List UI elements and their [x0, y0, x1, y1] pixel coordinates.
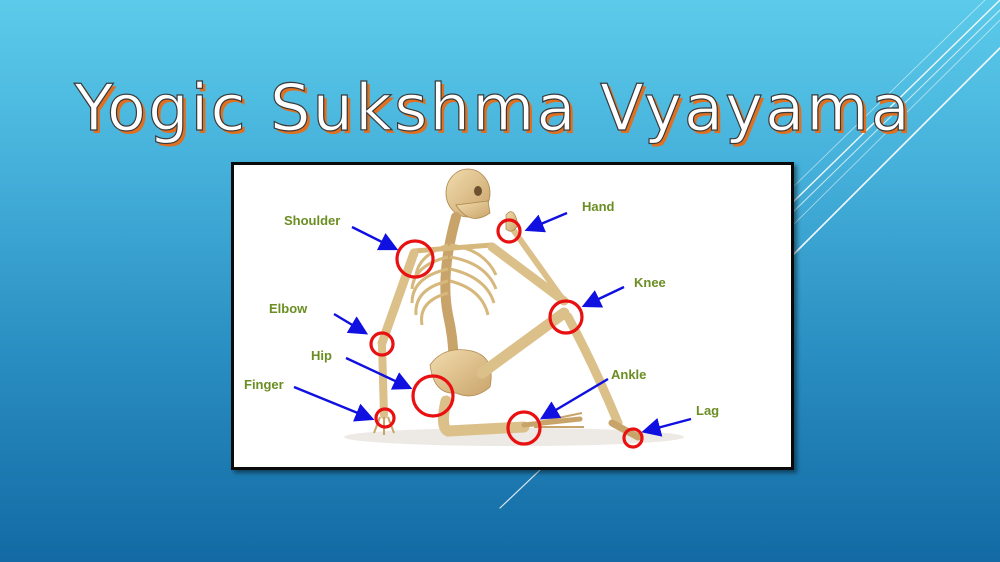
shoulder-arrow: [351, 225, 399, 251]
ankle-circle: [506, 410, 542, 446]
knee-circle: [548, 299, 584, 335]
label-hip: Hip: [311, 348, 332, 363]
elbow-circle: [369, 331, 395, 357]
finger-arrow: [293, 385, 375, 422]
slide-title: Yogic Sukshma Vyayama: [74, 71, 912, 146]
label-lag: Lag: [696, 403, 720, 418]
knee-arrow: [581, 285, 625, 308]
hand-circle: [496, 218, 522, 244]
label-ankle: Ankle: [611, 367, 647, 382]
pointer-arrows: [293, 211, 692, 437]
label-elbow: Elbow: [269, 301, 308, 316]
hand-arrow: [524, 211, 568, 233]
elbow-arrow: [333, 312, 369, 335]
finger-circle: [374, 407, 396, 429]
lag-circle: [622, 427, 644, 449]
label-knee: Knee: [634, 275, 666, 290]
skeleton-bones: [373, 168, 642, 441]
lag-arrow: [641, 417, 692, 437]
ankle-arrow: [539, 377, 609, 420]
hip-arrow: [345, 356, 413, 390]
skeleton-illustration: [293, 168, 692, 449]
label-hand: Hand: [582, 199, 615, 214]
label-shoulder: Shoulder: [284, 213, 341, 228]
label-finger: Finger: [244, 377, 284, 392]
skeleton-joints-figure: Shoulder Hand Elbow Knee Hip Finger Ankl…: [231, 162, 794, 470]
shoulder-circle: [395, 239, 435, 279]
hip-circle: [411, 374, 455, 418]
joint-circles: [369, 218, 644, 449]
